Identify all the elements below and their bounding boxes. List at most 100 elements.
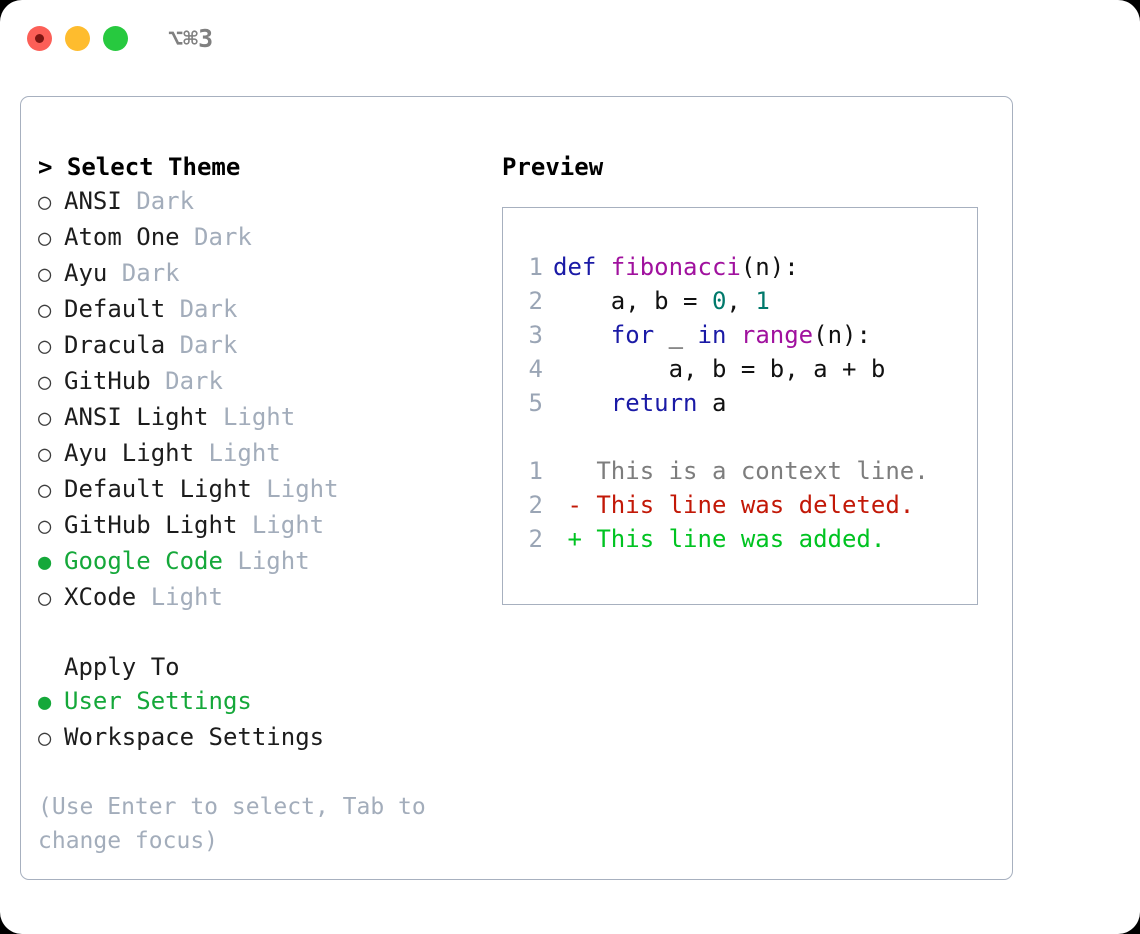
code-token-fn: range — [740, 321, 814, 349]
minimize-window-button[interactable] — [65, 26, 90, 51]
theme-option-name: XCode — [64, 583, 137, 611]
radio-unselected-icon: ○ — [38, 478, 52, 503]
code-token-pl: (n): — [740, 253, 799, 281]
theme-option-variant: Dark — [121, 187, 195, 215]
theme-option-ansi-light[interactable]: ○ ANSI Light Light — [38, 400, 478, 436]
theme-option-variant: Light — [222, 547, 310, 575]
apply-to-list: ●User Settings○Workspace Settings — [38, 684, 478, 756]
code-token-num: 0 — [711, 287, 727, 315]
code-token-kw: def — [553, 253, 611, 281]
radio-unselected-icon: ○ — [38, 370, 52, 395]
theme-option-name: Dracula — [64, 331, 166, 359]
code-token-num: 1 — [755, 287, 770, 315]
line-number: 2 — [528, 525, 543, 553]
code-token-add: + This line was added. — [553, 525, 886, 553]
theme-option-name: Ayu Light — [64, 439, 195, 467]
theme-list: ○ANSI Dark○Atom One Dark○Ayu Dark○Defaul… — [38, 184, 478, 616]
radio-unselected-icon: ○ — [38, 298, 52, 323]
code-token-pl — [553, 318, 611, 352]
theme-option-variant: Dark — [165, 295, 238, 323]
theme-option-name: ANSI Light — [64, 403, 209, 431]
theme-option-default-light[interactable]: ○Default Light Light — [38, 472, 478, 508]
theme-option-name: GitHub — [64, 367, 151, 395]
theme-option-name: ANSI — [64, 187, 122, 215]
code-token-ctx: This is a context line. — [553, 457, 929, 485]
preview-heading: Preview — [502, 153, 604, 181]
line-number: 4 — [528, 355, 543, 383]
code-token-pl: (n): — [813, 321, 871, 349]
title-bar: ⌥⌘3 — [0, 0, 1140, 78]
code-token-pl — [726, 318, 740, 352]
apply-to-option-user-settings[interactable]: ●User Settings — [38, 684, 478, 720]
theme-option-variant: Dark — [107, 259, 180, 287]
theme-option-name: Default — [64, 295, 166, 323]
code-token-kw: in — [697, 321, 727, 349]
close-window-button[interactable] — [27, 26, 52, 51]
zoom-window-button[interactable] — [103, 26, 128, 51]
theme-option-atom-one[interactable]: ○ Atom One Dark — [38, 220, 478, 256]
keyboard-hint-text: (Use Enter to select, Tab to change focu… — [38, 794, 440, 854]
line-number: 1 — [528, 457, 543, 485]
theme-option-default[interactable]: ○ Default Dark — [38, 292, 478, 328]
radio-unselected-icon: ○ — [38, 262, 52, 287]
code-token-pl: _ — [654, 321, 698, 349]
theme-option-name: Google Code — [64, 547, 223, 575]
theme-option-ayu[interactable]: ○ Ayu Dark — [38, 256, 478, 292]
code-token-pl: a, b = b, a + b — [553, 355, 886, 383]
line-number: 2 — [528, 491, 543, 519]
theme-option-name: Ayu — [64, 259, 108, 287]
theme-option-variant: Light — [136, 583, 223, 611]
apply-to-heading: Apply To — [64, 653, 180, 681]
select-theme-heading: > Select Theme — [38, 153, 241, 181]
code-token-pl — [553, 386, 611, 420]
code-diff-separator — [513, 420, 929, 454]
code-token-del: - This line was deleted. — [553, 491, 915, 519]
theme-option-name: Atom One — [64, 223, 180, 251]
line-number: 5 — [528, 389, 543, 417]
code-line: 3 for _ in range(n): — [513, 318, 929, 352]
theme-option-github[interactable]: ○GitHub Dark — [38, 364, 478, 400]
list-gap — [38, 616, 478, 650]
theme-option-github-light[interactable]: ○GitHub Light Light — [38, 508, 478, 544]
left-column: > Select Theme ○ANSI Dark○Atom One Dark○… — [38, 150, 478, 858]
apply-to-option-name: User Settings — [64, 687, 252, 715]
diff-line: 2 - This line was deleted. — [513, 488, 929, 522]
code-token-pl: a, b = — [553, 287, 712, 315]
radio-unselected-icon: ○ — [38, 334, 52, 359]
theme-option-name: Default Light — [64, 475, 252, 503]
traffic-lights — [27, 26, 128, 51]
radio-unselected-icon: ○ — [38, 226, 52, 251]
theme-option-xcode[interactable]: ○XCode Light — [38, 580, 478, 616]
theme-option-ayu-light[interactable]: ○Ayu Light Light — [38, 436, 478, 472]
radio-unselected-icon: ○ — [38, 726, 52, 751]
code-token-kw: for — [610, 321, 655, 349]
theme-option-google-code[interactable]: ● Google Code Light — [38, 544, 478, 580]
radio-unselected-icon: ○ — [38, 406, 52, 431]
code-token-pl: , — [726, 287, 756, 315]
theme-option-variant: Dark — [165, 331, 238, 359]
line-number: 1 — [528, 253, 543, 281]
apply-to-option-workspace-settings[interactable]: ○Workspace Settings — [38, 720, 478, 756]
diff-line: 1 This is a context line. — [513, 454, 929, 488]
theme-option-name: GitHub Light — [64, 511, 238, 539]
radio-selected-icon: ● — [38, 550, 52, 575]
line-number: 2 — [528, 287, 543, 315]
theme-option-variant: Light — [194, 439, 281, 467]
code-line: 5 return a — [513, 386, 929, 420]
code-token-kw: return — [610, 389, 698, 417]
theme-selector-dialog: > Select Theme ○ANSI Dark○Atom One Dark○… — [20, 96, 1013, 880]
line-number: 3 — [528, 321, 543, 349]
theme-option-dracula[interactable]: ○ Dracula Dark — [38, 328, 478, 364]
radio-unselected-icon: ○ — [38, 514, 52, 539]
theme-option-ansi[interactable]: ○ANSI Dark — [38, 184, 478, 220]
theme-option-variant: Dark — [179, 223, 252, 251]
code-line: 2 a, b = 0, 1 — [513, 284, 929, 318]
theme-option-variant: Light — [208, 403, 296, 431]
code-line: 4 a, b = b, a + b — [513, 352, 929, 386]
diff-line: 2 + This line was added. — [513, 522, 929, 556]
